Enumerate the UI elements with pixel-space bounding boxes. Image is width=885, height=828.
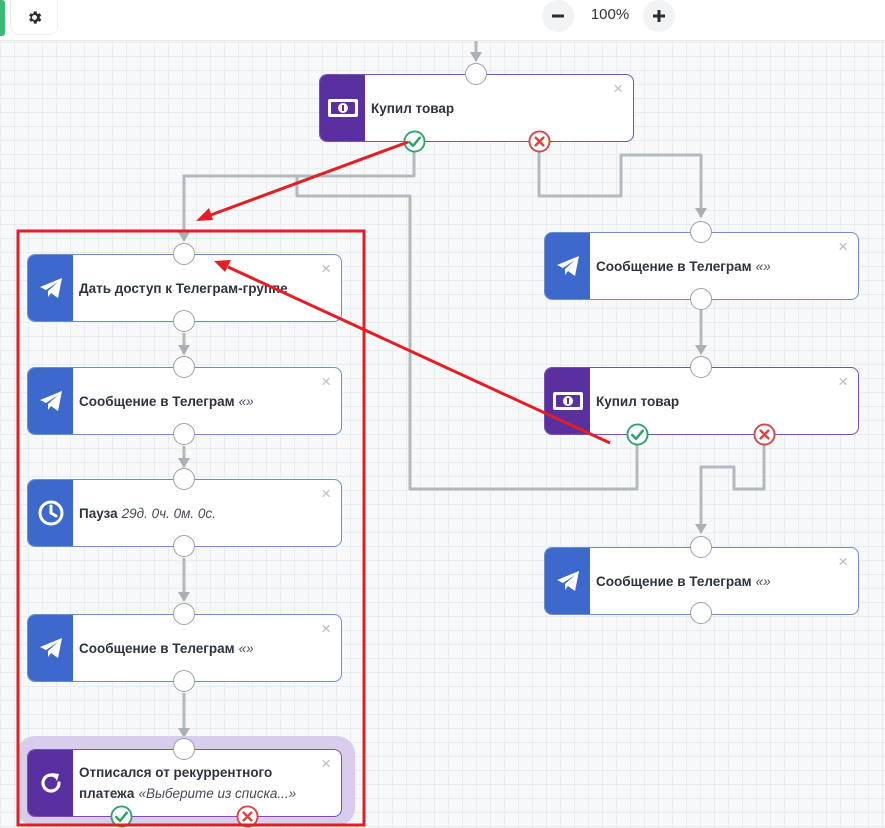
node-detail: «» [755, 258, 771, 274]
arrowhead [695, 345, 707, 355]
delete-node-button[interactable]: × [321, 372, 331, 391]
output-port[interactable] [690, 602, 712, 624]
node-title: Сообщение в Телеграм [596, 573, 752, 589]
no-port-cross-icon[interactable] [528, 130, 551, 153]
node-title: Купил товар [371, 100, 455, 116]
node-detail: «» [755, 573, 771, 589]
output-port[interactable] [173, 310, 195, 332]
node-icon-box [28, 255, 73, 321]
telegram-icon [39, 391, 62, 411]
node-title: Сообщение в Телеграм [79, 393, 235, 409]
input-port[interactable] [173, 243, 195, 265]
node-icon-box [28, 615, 73, 681]
delete-node-button[interactable]: × [838, 237, 848, 256]
node-icon-box [545, 233, 590, 299]
input-port[interactable] [690, 221, 712, 243]
yes-port-check-icon[interactable] [403, 130, 426, 153]
node-icon-box [28, 750, 73, 816]
plus-icon [653, 10, 665, 22]
input-port[interactable] [173, 738, 195, 760]
delete-node-button[interactable]: × [321, 619, 331, 638]
input-port[interactable] [173, 603, 195, 625]
node-detail: «» [238, 393, 254, 409]
input-port[interactable] [690, 356, 712, 378]
arrowhead [470, 52, 482, 62]
node-detail: «Выберите из списка...» [138, 786, 297, 801]
node-icon-box [545, 548, 590, 614]
node-icon-box [545, 368, 590, 434]
node-title: Дать доступ к Телеграм-группе [79, 280, 288, 296]
yes-port-check-icon[interactable] [110, 805, 133, 828]
gear-icon [28, 10, 41, 24]
clock-icon [38, 500, 63, 526]
node-icon-box [28, 368, 73, 434]
delete-node-button[interactable]: × [321, 484, 331, 503]
toolbar: 100% [0, 0, 885, 41]
connector-no-branch-2 [699, 444, 766, 530]
connector-no-branch [537, 141, 703, 217]
delete-node-button[interactable]: × [321, 259, 331, 278]
telegram-icon [556, 256, 579, 276]
connector-yes-loop [295, 176, 639, 491]
output-port[interactable] [173, 535, 195, 557]
input-port[interactable] [690, 536, 712, 558]
node-icon-box [28, 480, 73, 546]
zoom-out-button[interactable] [542, 0, 574, 32]
zoom-level: 100% [590, 6, 630, 23]
node-detail: «» [238, 640, 254, 656]
zoom-in-button[interactable] [643, 0, 675, 32]
arrowhead [178, 345, 190, 355]
telegram-icon [39, 638, 62, 658]
money-icon [552, 392, 583, 410]
node-title: Сообщение в Телеграм [79, 640, 235, 656]
delete-node-button[interactable]: × [321, 754, 331, 773]
output-port[interactable] [173, 423, 195, 445]
node-title: Купил товар [596, 393, 680, 409]
minus-icon [552, 14, 564, 18]
settings-button[interactable] [10, 0, 58, 35]
output-port[interactable] [173, 670, 195, 692]
recurring-icon [40, 773, 61, 793]
no-port-cross-icon[interactable] [236, 805, 259, 828]
telegram-icon [556, 571, 579, 591]
input-port[interactable] [173, 356, 195, 378]
node-title: Сообщение в Телеграм [596, 258, 752, 274]
arrowhead [178, 458, 190, 468]
connector-yes-branch [182, 141, 416, 238]
delete-node-button[interactable]: × [613, 79, 623, 98]
arrowhead [178, 232, 190, 242]
node-detail: 29д. 0ч. 0м. 0с. [121, 505, 216, 521]
yes-port-check-icon[interactable] [626, 423, 649, 446]
node-title: Пауза [79, 505, 118, 521]
arrowhead [695, 208, 707, 218]
delete-node-button[interactable]: × [838, 372, 848, 391]
accent-strip [0, 0, 5, 36]
arrowhead [695, 524, 707, 534]
delete-node-button[interactable]: × [838, 552, 848, 571]
input-port[interactable] [465, 63, 487, 85]
money-icon [327, 99, 358, 117]
output-port[interactable] [690, 288, 712, 310]
input-port[interactable] [173, 468, 195, 490]
no-port-cross-icon[interactable] [753, 423, 776, 446]
arrowhead [178, 592, 190, 602]
node-bought-product[interactable]: Купил товар × [319, 74, 634, 142]
node-icon-box [320, 75, 365, 141]
telegram-icon [39, 278, 62, 298]
